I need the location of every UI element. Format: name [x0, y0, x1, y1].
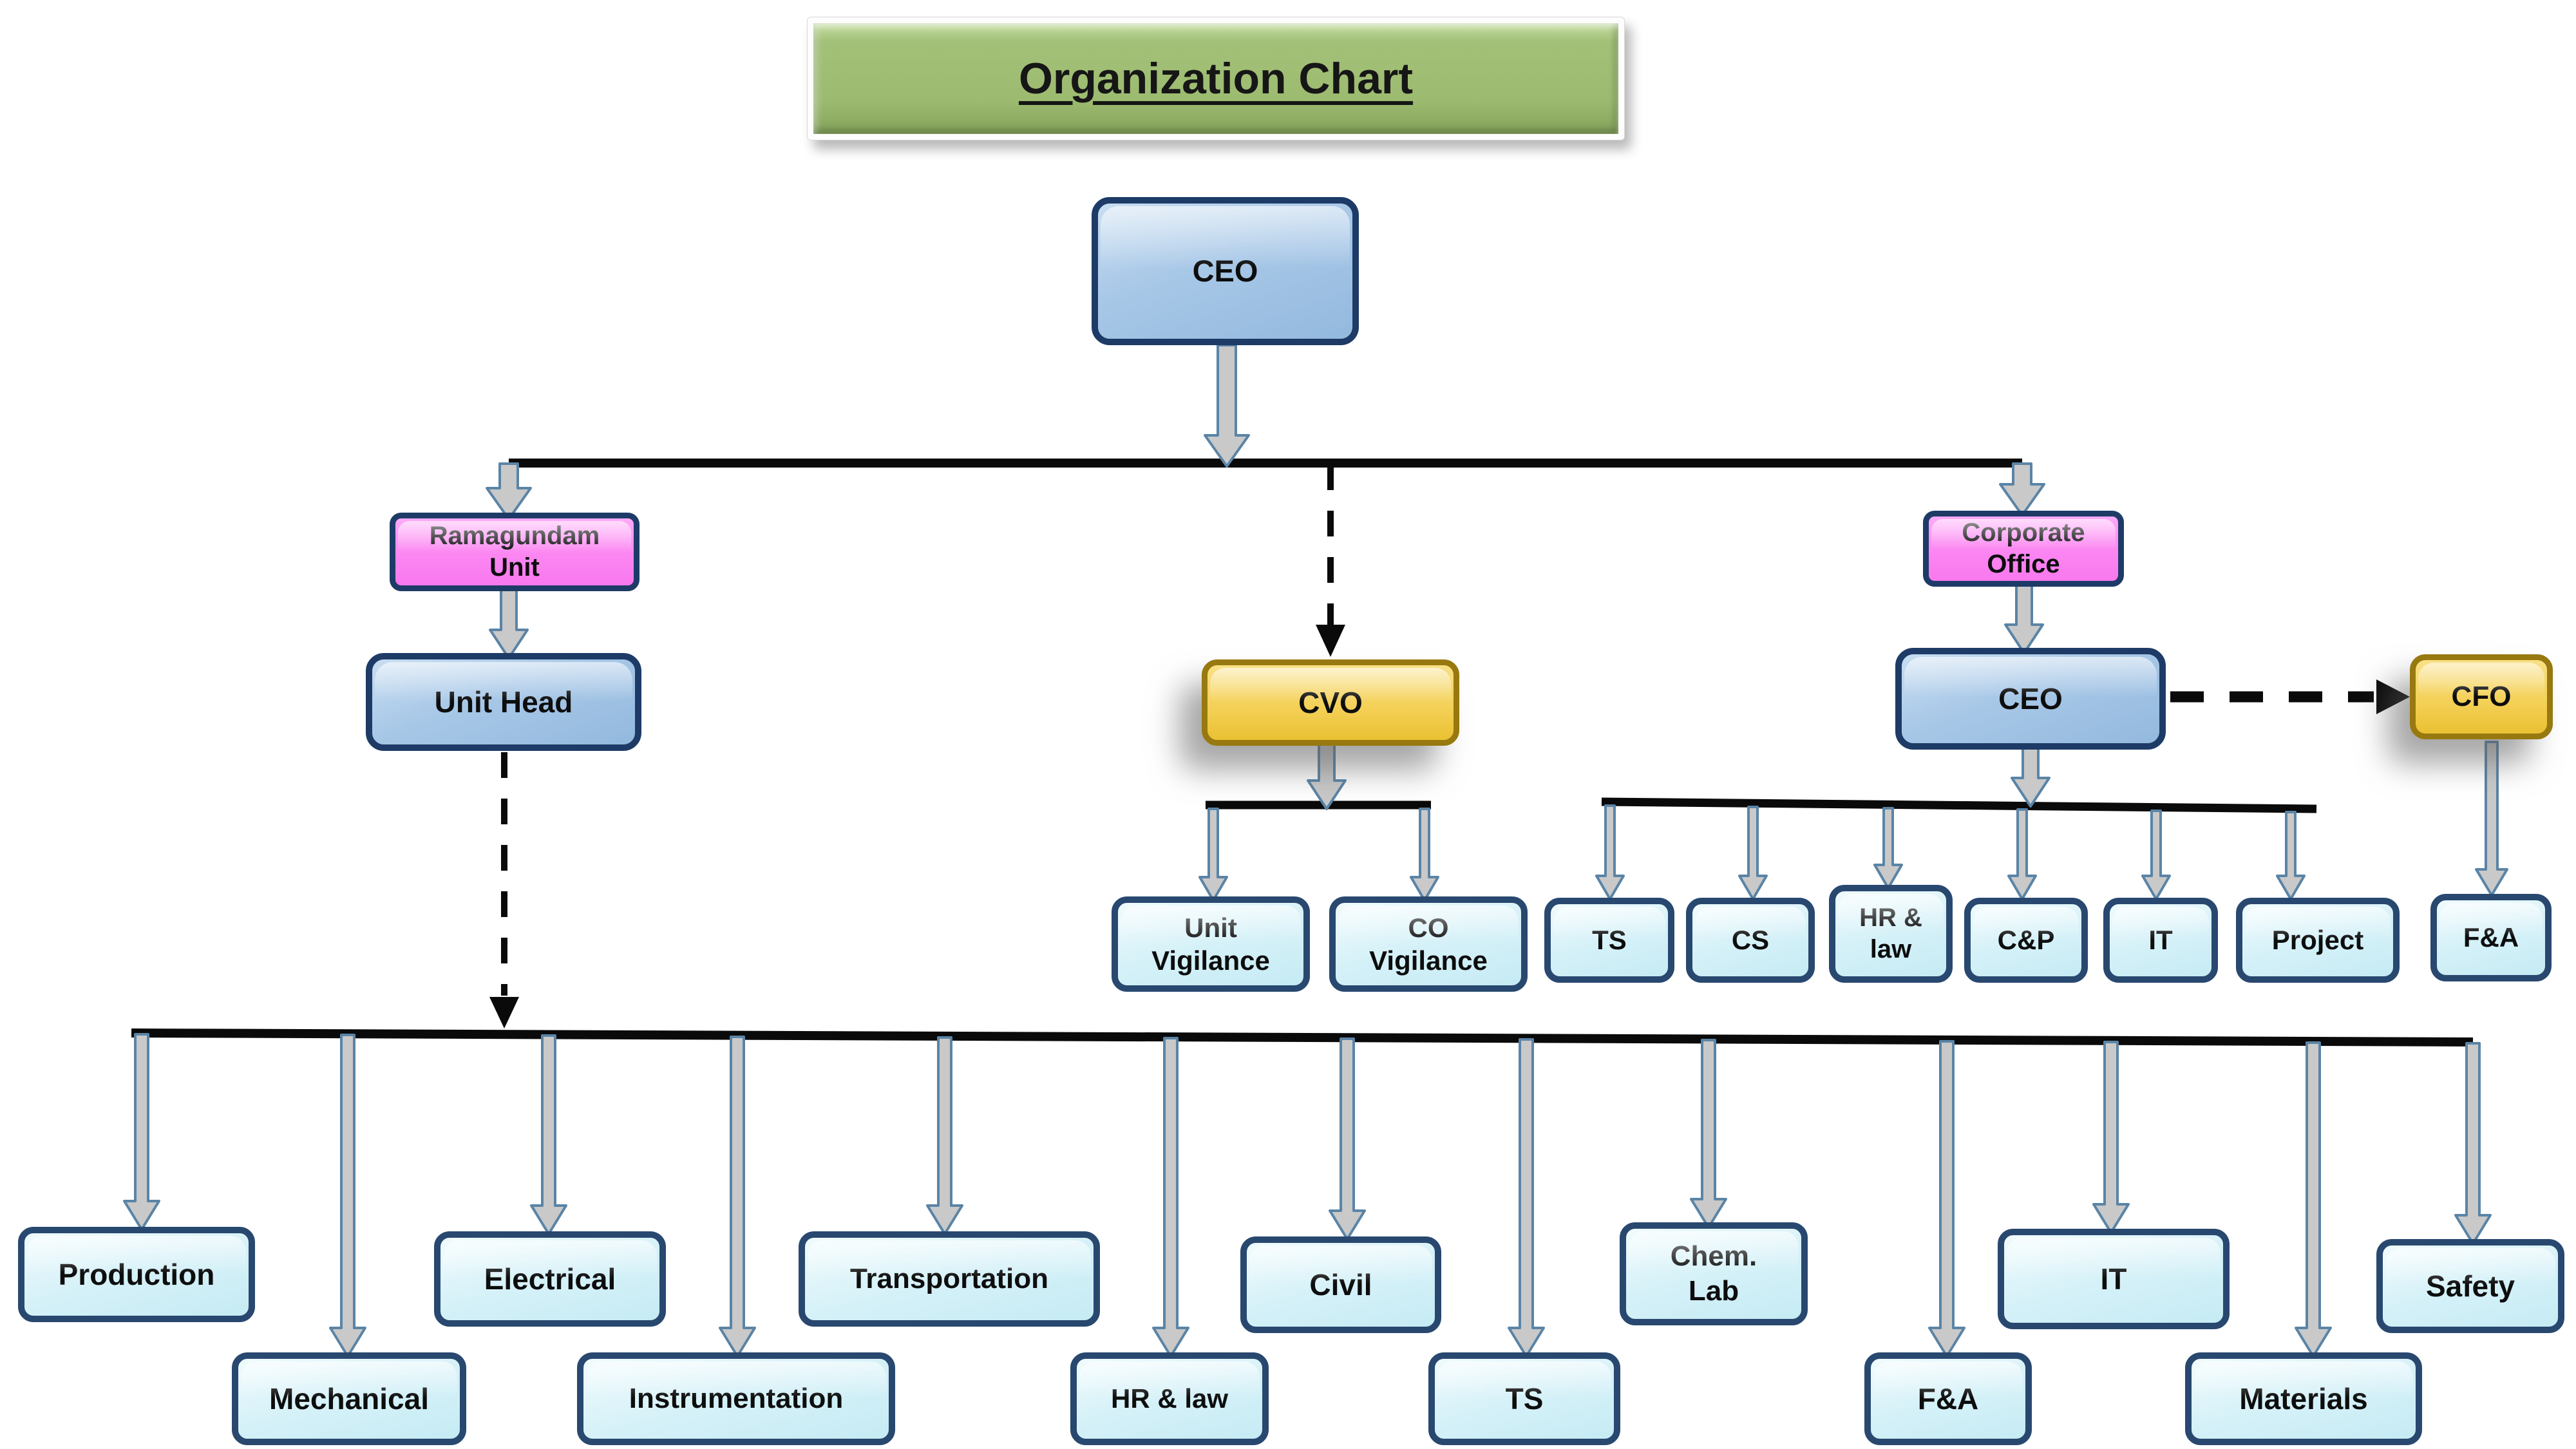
connector-arrow-26	[1508, 1038, 1545, 1358]
node-production: Production	[18, 1227, 255, 1322]
connector-arrow-14	[2276, 811, 2306, 900]
connector-arrow-17	[530, 1034, 567, 1235]
dashed-arrowhead-cfo	[2376, 679, 2410, 714]
node-project-corporate: Project	[2236, 898, 2400, 983]
connector-arrow-11	[1873, 807, 1903, 889]
connector-arrow-1	[486, 462, 532, 520]
node-fa-cfo: F&A	[2430, 894, 2552, 981]
node-corporate-office: Corporate Office	[1923, 511, 2124, 587]
node-ts-unit: TS	[1428, 1352, 1620, 1445]
dashed-arrowhead-unit-head	[489, 997, 519, 1028]
chart-title: Organization Chart	[1018, 54, 1414, 103]
node-hr-law-unit: HR & law	[1070, 1352, 1269, 1445]
connector-arrow-2	[1999, 462, 2045, 516]
node-cvo: CVO	[1202, 659, 1459, 746]
connector-arrow-19	[1329, 1037, 1366, 1240]
node-cfo: CFO	[2410, 654, 2553, 739]
connector-line-3	[131, 1028, 2474, 1046]
node-mechanical: Mechanical	[232, 1352, 466, 1445]
node-cp-corporate: C&P	[1964, 898, 2088, 983]
node-cs-corporate: CS	[1686, 898, 1815, 983]
connector-arrow-4	[2004, 583, 2044, 654]
dashed-arrowhead-cvo	[1316, 625, 1345, 657]
connector-arrow-3	[489, 587, 529, 659]
connector-line-2	[1601, 797, 2317, 813]
connector-arrow-21	[2092, 1041, 2130, 1234]
connector-arrow-15	[2475, 741, 2508, 896]
chart-title-panel: Organization Chart	[813, 23, 1618, 134]
connector-arrow-20	[1690, 1039, 1727, 1229]
node-ceo: CEO	[1092, 197, 1359, 345]
connector-arrow-9	[1595, 804, 1625, 900]
node-ramagundam-unit: Ramagundam Unit	[390, 513, 639, 591]
connector-arrow-23	[329, 1034, 366, 1358]
connector-arrow-13	[2141, 810, 2171, 900]
connector-arrow-28	[2295, 1041, 2332, 1358]
connector-arrow-24	[719, 1036, 756, 1358]
connector-arrow-18	[926, 1036, 963, 1235]
node-fa-unit: F&A	[1864, 1352, 2032, 1445]
node-co-vigilance: CO Vigilance	[1329, 896, 1528, 992]
connector-arrow-8	[1410, 808, 1439, 902]
node-chem-lab: Chem. Lab	[1620, 1222, 1808, 1325]
connector-arrow-10	[1738, 806, 1768, 900]
connector-arrow-25	[1152, 1037, 1189, 1358]
node-civil: Civil	[1240, 1236, 1441, 1333]
chart-title-box: Organization Chart	[807, 17, 1625, 140]
node-ts-corporate: TS	[1544, 898, 1674, 983]
connector-arrow-6	[2011, 746, 2050, 808]
node-materials: Materials	[2185, 1352, 2422, 1445]
node-instrumentation: Instrumentation	[577, 1352, 895, 1445]
connector-arrow-27	[1928, 1040, 1965, 1358]
node-safety: Safety	[2376, 1239, 2564, 1333]
connector-arrow-0	[1204, 344, 1250, 468]
node-ceo-corporate: CEO	[1895, 648, 2166, 750]
connector-arrow-16	[123, 1033, 160, 1231]
connector-arrow-22	[2454, 1042, 2492, 1245]
node-hr-law-corporate: HR & law	[1829, 885, 1953, 983]
connector-arrow-7	[1198, 808, 1228, 902]
connector-arrow-5	[1307, 743, 1347, 810]
node-it-corporate: IT	[2103, 898, 2218, 983]
node-unit-vigilance: Unit Vigilance	[1112, 896, 1310, 992]
node-it-unit: IT	[1998, 1229, 2230, 1329]
node-transportation: Transportation	[799, 1231, 1100, 1327]
node-unit-head: Unit Head	[366, 653, 641, 751]
connector-arrow-12	[2007, 808, 2037, 900]
node-electrical: Electrical	[434, 1231, 666, 1327]
